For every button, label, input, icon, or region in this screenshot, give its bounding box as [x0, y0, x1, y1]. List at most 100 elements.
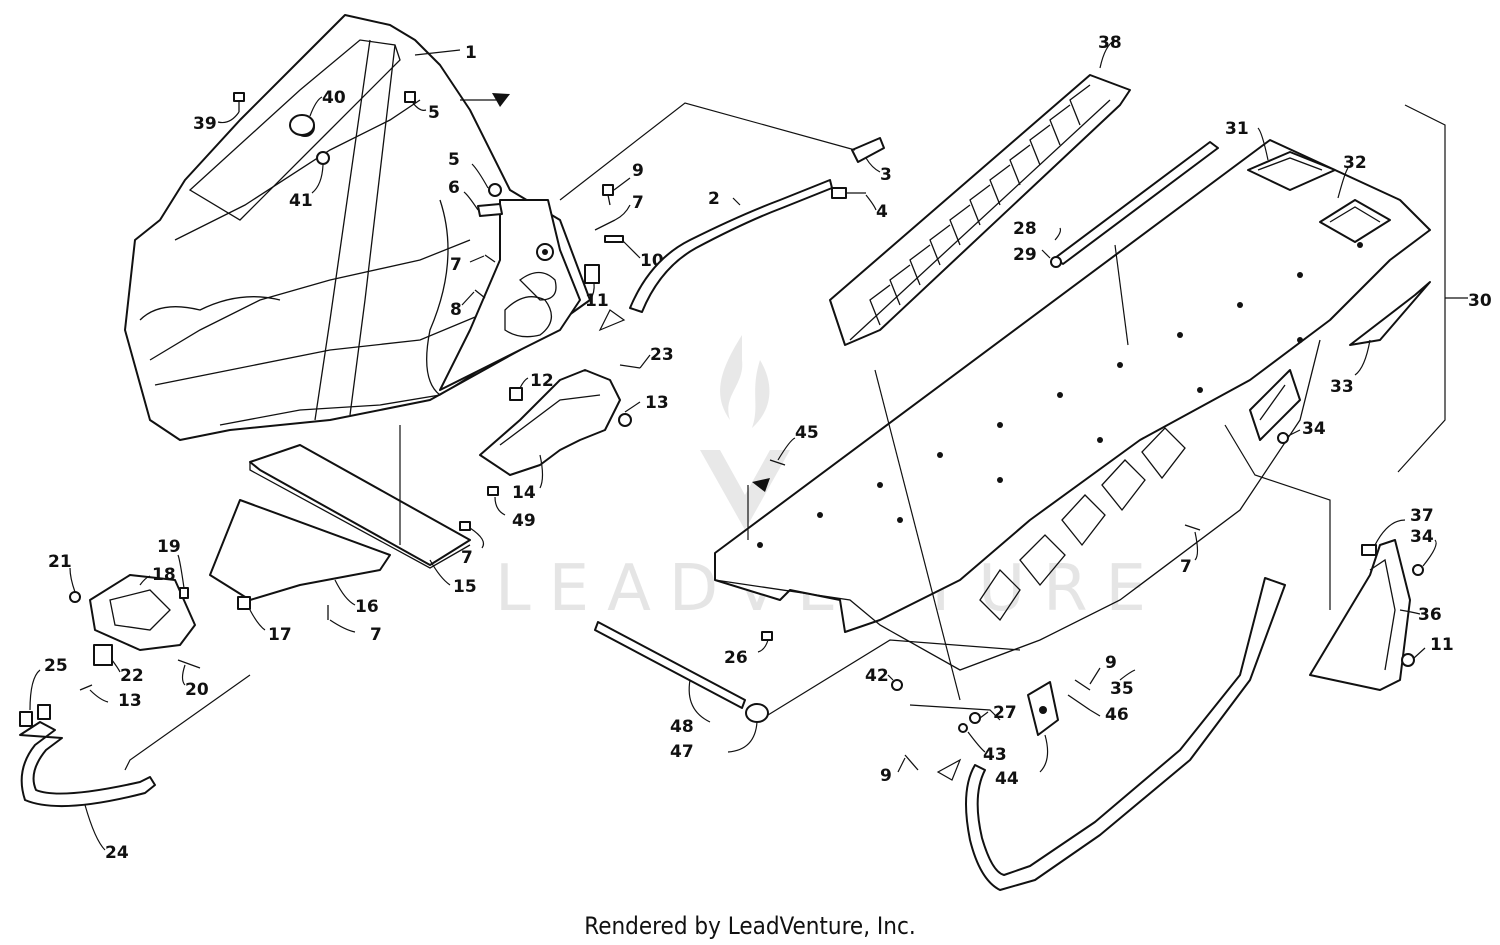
decal-32 [1319, 199, 1391, 243]
screw-8 [474, 289, 486, 299]
callout-37: 37 [1410, 506, 1434, 526]
screw-13-hitch [79, 684, 93, 691]
bushing-40 [289, 114, 315, 136]
track-slide-38 [829, 74, 1131, 346]
callout-35: 35 [1110, 679, 1134, 699]
clip-12 [509, 387, 523, 401]
screw-9-bottom [904, 754, 919, 771]
callout-48: 48 [670, 717, 694, 737]
callout-13-hitch: 13 [118, 691, 142, 711]
axle-48 [594, 621, 746, 709]
callout-44: 44 [995, 769, 1019, 789]
callout-6: 6 [448, 178, 460, 198]
decal-31 [1247, 151, 1336, 191]
callout-2: 2 [708, 189, 720, 209]
callout-26: 26 [724, 648, 748, 668]
clip-17 [237, 596, 251, 610]
clip-37 [1361, 544, 1377, 556]
nut-5-top [404, 91, 416, 103]
fastener-39 [233, 92, 245, 112]
callout-5-mid: 5 [448, 150, 460, 170]
hitch-bracket-18 [89, 574, 196, 651]
bolt-10 [604, 235, 624, 243]
callout-15: 15 [453, 577, 477, 597]
callout-30: 30 [1468, 291, 1492, 311]
callout-27: 27 [993, 703, 1017, 723]
bolt-19 [179, 587, 189, 599]
callout-36: 36 [1418, 605, 1442, 625]
callout-9-right: 9 [1105, 653, 1117, 673]
callout-25: 25 [44, 656, 68, 676]
screw-7a [484, 254, 496, 263]
callout-11-right: 11 [1430, 635, 1454, 655]
mount-bracket-44 [1027, 681, 1059, 736]
bracket-6 [477, 203, 503, 217]
callout-8: 8 [450, 300, 462, 320]
callout-11-mid: 11 [585, 291, 609, 311]
callout-47: 47 [670, 742, 694, 762]
callout-43: 43 [983, 745, 1007, 765]
screw-45 [769, 459, 786, 466]
callout-7-b: 7 [632, 193, 644, 213]
callout-1: 1 [465, 43, 477, 63]
screw-7-plate [459, 521, 471, 531]
block-22 [93, 644, 113, 666]
callout-16: 16 [355, 597, 379, 617]
screw-9-right [1074, 679, 1091, 691]
washer-27 [969, 712, 981, 724]
callout-34-right: 34 [1410, 527, 1434, 547]
callout-7-d: 7 [461, 548, 473, 568]
callout-41: 41 [289, 191, 313, 211]
bracket-14 [479, 369, 621, 476]
callout-4: 4 [876, 202, 888, 222]
nut-11-right [1401, 653, 1415, 667]
callout-19: 19 [157, 537, 181, 557]
nut-42 [891, 679, 903, 691]
clip-25 [19, 704, 51, 727]
rear-skid-bar-35 [965, 577, 1286, 891]
callout-14: 14 [512, 483, 536, 503]
screw-49 [487, 486, 499, 496]
callout-24: 24 [105, 843, 129, 863]
callout-31: 31 [1225, 119, 1249, 139]
callout-23: 23 [650, 345, 674, 365]
callout-21: 21 [48, 552, 72, 572]
callout-40: 40 [322, 88, 346, 108]
callout-45: 45 [795, 423, 819, 443]
callout-34-mid: 34 [1302, 419, 1326, 439]
callout-38: 38 [1098, 33, 1122, 53]
callout-9-top: 9 [632, 161, 644, 181]
direction-arrow [492, 93, 510, 107]
side-panel [439, 199, 581, 391]
callout-46: 46 [1105, 705, 1129, 725]
screw-9-top [602, 184, 614, 206]
callout-7-a: 7 [450, 255, 462, 275]
screw-29 [1050, 256, 1062, 268]
screw-23 [619, 364, 641, 369]
bolt-43 [958, 723, 968, 733]
callout-28: 28 [1013, 219, 1037, 239]
callout-39: 39 [193, 114, 217, 134]
callout-49: 49 [512, 511, 536, 531]
corner-bracket-36 [1309, 539, 1411, 691]
callout-32: 32 [1343, 153, 1367, 173]
screw-26 [761, 631, 773, 641]
direction-arrow-tunnel [752, 478, 770, 492]
callout-5-top: 5 [428, 103, 440, 123]
vent-bracket [1249, 369, 1301, 441]
footer-credit: Rendered by LeadVenture, Inc. [584, 912, 916, 940]
callout-7-c: 7 [370, 625, 382, 645]
callout-3: 3 [880, 165, 892, 185]
callout-18: 18 [152, 565, 176, 585]
tunnel-30 [714, 139, 1431, 671]
handle-grip-3 [851, 137, 885, 163]
screw-34-mid [1277, 432, 1289, 444]
bolt-20 [177, 659, 201, 669]
callout-29: 29 [1013, 245, 1037, 265]
screw-7-tunnel [1184, 524, 1201, 531]
nut-13-mid [618, 413, 632, 427]
callout-22: 22 [120, 666, 144, 686]
skid-plate-15 [249, 444, 471, 569]
bolt-4 [831, 187, 866, 199]
